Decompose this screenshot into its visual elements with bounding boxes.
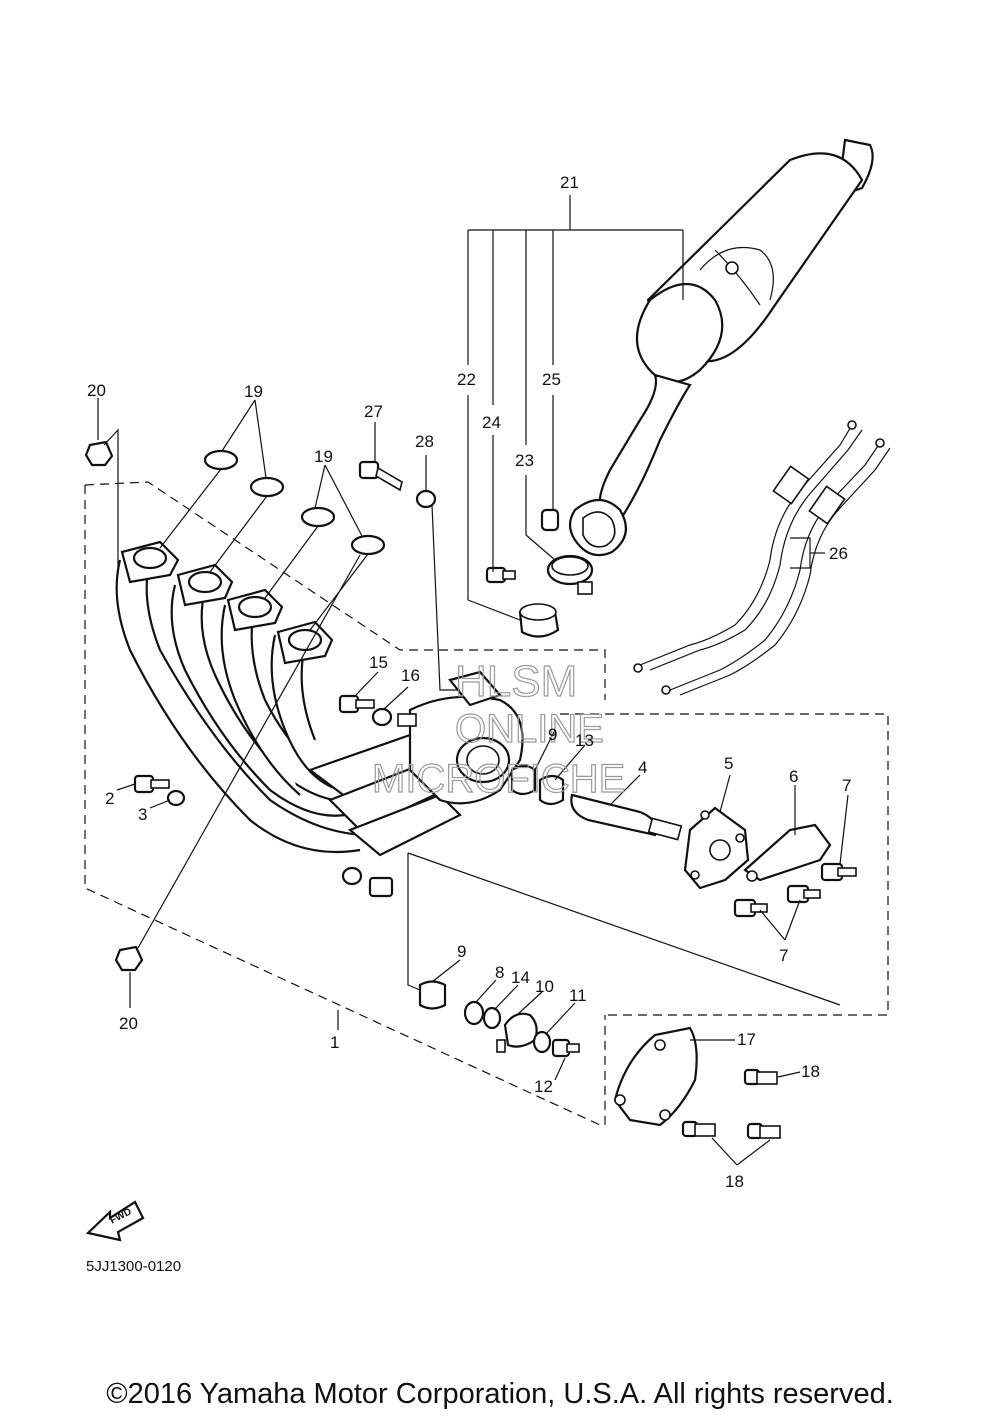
callout-19-left: 19 [244, 382, 263, 401]
washer-3 [166, 789, 186, 807]
callout-19-right: 19 [314, 447, 333, 466]
callout-26: 26 [829, 544, 848, 563]
nut-20-lower [114, 945, 144, 972]
callout-10: 10 [535, 977, 554, 996]
collar-9-lower [418, 980, 447, 1010]
bolt-7-a [820, 862, 857, 882]
washer-28 [415, 489, 437, 509]
bolt-12 [551, 1038, 580, 1058]
plate-5 [683, 806, 750, 890]
callout-24: 24 [482, 413, 501, 432]
callout-18-upper: 18 [801, 1062, 820, 1081]
callout-23: 23 [515, 451, 534, 470]
callout-6: 6 [789, 767, 798, 786]
callout-20-lower: 20 [119, 1014, 138, 1033]
callout-15: 15 [369, 653, 388, 672]
callout-2: 2 [105, 789, 114, 808]
diagram-code: 5JJ1300-0120 [86, 1258, 181, 1275]
collar-9-upper [510, 764, 537, 796]
bolt-27 [358, 460, 403, 492]
pulley-10 [496, 1012, 538, 1053]
watermark-line2: ONLINE [455, 707, 604, 751]
cable-pair [633, 420, 891, 696]
bolt-pipe-bottom [341, 866, 394, 898]
callout-7-lower: 7 [779, 946, 788, 965]
callout-9-upper: 9 [548, 725, 557, 744]
part-24-bolt [485, 566, 516, 584]
bolt-7-b [733, 898, 768, 918]
callout-11: 11 [569, 986, 587, 1005]
callout-21: 21 [560, 173, 579, 192]
leader-lines [97, 195, 849, 1166]
copyright-notice: ©2016 Yamaha Motor Corporation, U.S.A. A… [106, 1378, 894, 1410]
nut-20-upper [84, 440, 114, 467]
watermark-line3: MICROFICHE [372, 757, 625, 801]
part-25-nut [540, 508, 560, 532]
callout-20-upper: 20 [87, 381, 106, 400]
lever-6 [743, 823, 832, 882]
assembly-outline-catalyst [560, 713, 889, 1016]
callout-8: 8 [495, 963, 504, 982]
callout-1: 1 [330, 1033, 339, 1052]
callout-17: 17 [737, 1030, 756, 1049]
callout-18-lower: 18 [725, 1172, 744, 1191]
assembly-outline-1 [84, 481, 606, 1126]
cover-17 [613, 1026, 698, 1127]
callout-25: 25 [542, 370, 561, 389]
collar-13 [538, 774, 565, 806]
bolt-18-b [681, 1120, 716, 1138]
part-23-clamp [546, 554, 594, 595]
callout-16: 16 [401, 666, 420, 685]
callout-3: 3 [138, 805, 147, 824]
watermark: HLSM ONLINE MICROFICHE [371, 656, 626, 801]
part-22-gasket [518, 603, 560, 638]
bolt-7-c [786, 884, 821, 904]
washer-16 [371, 707, 393, 727]
exhaust-header-pipes [115, 540, 371, 854]
actuator-shaft-4 [570, 793, 683, 841]
callout-27: 27 [364, 402, 383, 421]
bolt-15 [338, 694, 375, 714]
collector-body [307, 670, 524, 857]
callout-7-upper: 7 [842, 776, 851, 795]
callout-labels: 1 2 3 4 5 6 7 7 8 9 9 10 11 12 13 14 15 … [87, 173, 851, 1191]
fwd-arrow-icon: FWD [85, 1200, 145, 1242]
callout-22: 22 [457, 370, 476, 389]
washer-14 [482, 1006, 502, 1030]
washer-8 [463, 1000, 485, 1026]
bolt-2 [133, 774, 170, 794]
callout-4: 4 [638, 758, 647, 777]
callout-5: 5 [724, 754, 733, 773]
bolt-18-c [746, 1122, 781, 1140]
muffler [568, 138, 874, 557]
gasket-19-set [203, 449, 386, 556]
watermark-line1: HLSM [455, 657, 577, 706]
washer-11 [532, 1030, 552, 1054]
callout-12: 12 [534, 1077, 553, 1096]
callout-14: 14 [511, 968, 530, 987]
bolt-18-a [743, 1068, 778, 1086]
callout-28: 28 [415, 432, 434, 451]
callout-13: 13 [575, 731, 594, 750]
callout-9-lower: 9 [457, 942, 466, 961]
